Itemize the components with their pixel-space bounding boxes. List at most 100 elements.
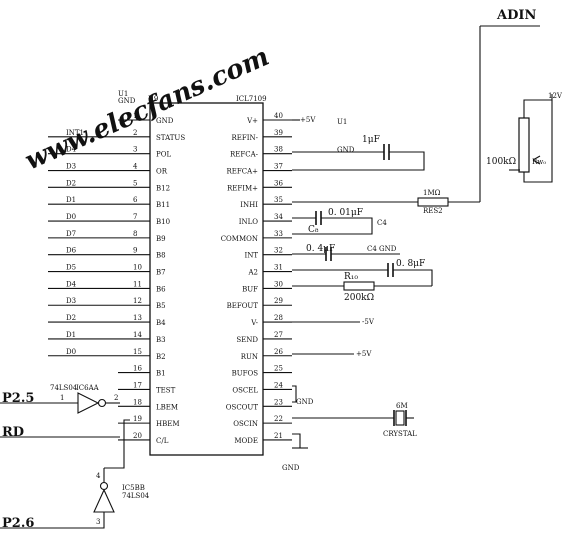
inv2-ref: IC5BB: [122, 484, 145, 492]
r10-value: 200kΩ: [344, 293, 374, 303]
pot-value: 100kΩ: [486, 157, 516, 167]
right-pin-number: 40: [274, 112, 283, 120]
right-pin-number: 25: [274, 365, 283, 373]
inv2-in-pin: 3: [96, 518, 100, 526]
left-pin-name: B11: [156, 201, 170, 209]
left-pin-name: B2: [156, 353, 166, 361]
right-pin-name: RUN: [241, 353, 258, 361]
right-pin-name: INT: [244, 252, 258, 260]
c8-ref: C₈: [308, 225, 319, 235]
left-pin-number: 14: [133, 331, 142, 339]
v5-top-label: +5V: [300, 116, 316, 124]
p26-label: P2.6: [2, 516, 34, 531]
chip-ref-u9: U9: [148, 95, 158, 103]
left-pin-number: 19: [133, 415, 142, 423]
left-pin-net: D0: [66, 213, 76, 221]
gnd-cap-label: GND: [337, 146, 355, 154]
right-pin-number: 38: [274, 146, 283, 154]
right-pin-number: 29: [274, 297, 283, 305]
right-pin-name: BUF: [242, 285, 258, 293]
right-pin-name: OSCEL: [232, 386, 258, 394]
right-pin-number: 34: [274, 213, 283, 221]
right-pin-number: 36: [274, 179, 283, 187]
left-pin-name: B12: [156, 184, 170, 192]
cap-c8: [315, 211, 322, 225]
left-pin-net: D1: [66, 331, 76, 339]
left-pin-number: 16: [133, 365, 142, 373]
right-pin-name: OSCOUT: [226, 403, 259, 411]
gnd-bottom-label: GND: [282, 464, 300, 472]
chip-part: ICL7109: [236, 95, 267, 103]
left-pin-number: 2: [133, 129, 137, 137]
right-pin-number: 32: [274, 247, 283, 255]
left-pin-net: D0: [66, 348, 76, 356]
right-pin-name: MODE: [234, 437, 258, 445]
right-pin-number: 24: [274, 381, 283, 389]
left-pin-net: D6: [66, 247, 77, 255]
left-pin-name: OR: [156, 168, 168, 176]
chip-ref-gnd: GND: [118, 97, 136, 105]
left-pin-group: 1GND2STATUSINT13POLD44ORD35B12D26B11D17B…: [48, 112, 185, 445]
adin-label: ADIN: [496, 8, 536, 23]
right-pin-name: V-: [250, 319, 258, 327]
right-pin-name: REFIM+: [227, 184, 258, 192]
right-pin-number: 27: [274, 331, 283, 339]
left-pin-name: B4: [156, 319, 166, 327]
inverter-ic6aa-bubble: [97, 398, 107, 408]
left-pin-name: HBEM: [156, 420, 180, 428]
left-pin-number: 11: [133, 280, 142, 288]
inverter-ic5bb-bubble: [99, 481, 109, 491]
left-pin-number: 10: [133, 264, 142, 272]
left-pin-number: 17: [133, 381, 142, 389]
p25-label: P2.5: [2, 391, 34, 406]
cap-08-label: 0. 8μF: [396, 259, 425, 269]
left-pin-number: 15: [133, 348, 142, 356]
left-pin-number: 7: [133, 213, 137, 221]
left-pin-name: TEST: [156, 386, 176, 394]
right-pin-name: V+: [246, 117, 258, 125]
vneg-label: -5V: [362, 318, 375, 326]
left-pin-name: C/L: [156, 437, 169, 445]
left-pin-net: D3: [66, 163, 76, 171]
u1-small-label: U1: [337, 118, 347, 126]
left-pin-number: 5: [133, 179, 137, 187]
left-pin-name: LBEM: [156, 403, 178, 411]
pot-ref: Rw₀: [532, 158, 546, 166]
res-1m: [417, 197, 449, 207]
right-pin-name: INHI: [240, 201, 258, 209]
left-pin-number: 1: [133, 112, 137, 120]
left-pin-net: D5: [66, 264, 76, 272]
left-pin-number: 20: [133, 432, 142, 440]
inv2-type: 74LS04: [122, 492, 150, 500]
osc-gnd-label: GND: [296, 398, 314, 406]
left-pin-net: D2: [66, 314, 76, 322]
res-ref: RES2: [423, 207, 443, 215]
right-pin-name: COMMON: [221, 235, 258, 243]
left-pin-net: D1: [66, 196, 76, 204]
right-pin-name: INLO: [239, 218, 259, 226]
mode-wire: [292, 433, 301, 448]
left-pin-number: 6: [133, 196, 138, 204]
